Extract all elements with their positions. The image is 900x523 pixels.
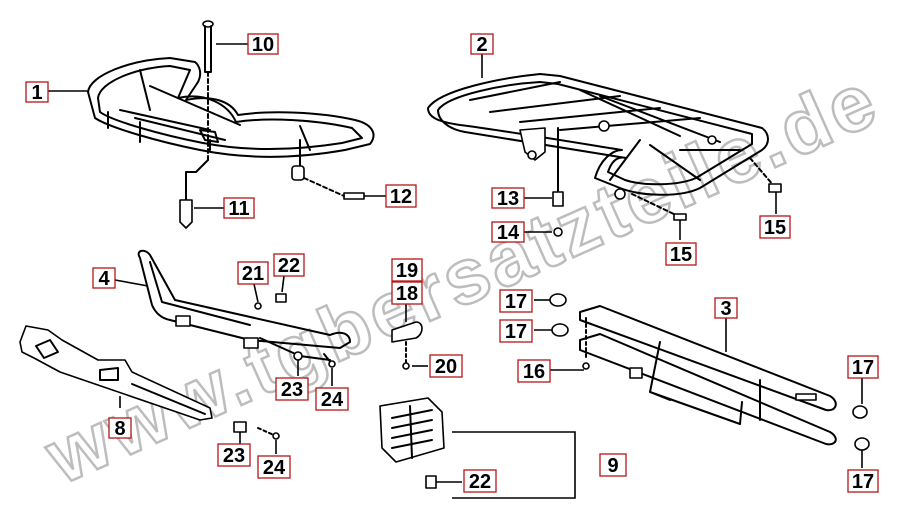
svg-text:17: 17 [505, 321, 527, 343]
callout-11: 11 [223, 197, 255, 220]
cap-17d [854, 437, 870, 451]
callout-16: 16 [517, 359, 551, 383]
callout-10: 10 [247, 33, 279, 56]
callout-4: 4 [92, 267, 116, 290]
washer-21 [254, 302, 262, 310]
side-plate-8 [19, 325, 213, 421]
cap-17c [852, 405, 868, 419]
cap-19 [391, 321, 423, 343]
svg-text:2: 2 [476, 34, 487, 56]
callout-1: 1 [25, 81, 49, 104]
svg-text:18: 18 [396, 283, 418, 305]
watermark-text: www.tgbersatzteile.de [32, 54, 891, 501]
callout-13: 13 [491, 187, 525, 210]
callout-17c: 17 [847, 355, 879, 379]
callout-21: 21 [237, 261, 269, 285]
svg-text:19: 19 [396, 260, 418, 282]
callout-24b: 24 [257, 455, 291, 479]
svg-text:12: 12 [390, 186, 412, 208]
callout-12: 12 [385, 184, 417, 208]
callout-24a: 24 [315, 387, 349, 411]
svg-text:15: 15 [670, 244, 692, 266]
cap-17b [551, 323, 569, 337]
rear-bar-3 [579, 305, 837, 446]
bolt-15b [749, 157, 782, 193]
leader-lines [48, 43, 863, 483]
svg-text:23: 23 [223, 445, 245, 467]
callout-18: 18 [391, 281, 423, 305]
nut-23b [233, 421, 247, 433]
rear-rack [427, 73, 769, 200]
callout-9: 9 [599, 453, 627, 477]
svg-text:14: 14 [497, 222, 520, 244]
callout-17b: 17 [499, 319, 533, 343]
svg-text:17: 17 [505, 291, 527, 313]
bolt-10 [202, 20, 214, 161]
svg-text:4: 4 [98, 268, 110, 290]
callout-14: 14 [491, 221, 525, 244]
bolt-12 [303, 177, 365, 200]
skid-plate-9 [379, 397, 576, 499]
callout-20: 20 [429, 354, 463, 378]
svg-text:24: 24 [263, 457, 286, 479]
callout-23b: 23 [217, 443, 251, 467]
callout-3: 3 [714, 297, 738, 320]
bolt-22b [425, 475, 437, 489]
nut-22a [275, 293, 287, 303]
svg-text:17: 17 [852, 357, 874, 379]
callout-17a: 17 [499, 289, 533, 313]
svg-text:24: 24 [321, 389, 344, 411]
svg-text:22: 22 [278, 255, 300, 277]
svg-text:17: 17 [852, 471, 874, 493]
svg-text:8: 8 [114, 418, 125, 440]
callout-22b: 22 [463, 469, 497, 493]
bolt-13 [552, 127, 564, 207]
callout-22a: 22 [273, 253, 305, 277]
callout-2: 2 [470, 33, 494, 56]
callout-15b: 15 [759, 215, 791, 239]
callout-23a: 23 [275, 377, 309, 401]
bolt-16 [582, 317, 590, 370]
bracket-11 [179, 159, 209, 229]
nut-14 [553, 227, 563, 237]
svg-text:22: 22 [469, 471, 491, 493]
svg-text:16: 16 [523, 361, 545, 383]
bolt-24b [257, 427, 280, 440]
callout-17d: 17 [847, 469, 879, 493]
svg-text:11: 11 [228, 198, 249, 220]
callout-15a: 15 [665, 242, 697, 266]
svg-text:20: 20 [435, 356, 457, 378]
callout-8: 8 [108, 417, 132, 440]
screw-20 [402, 341, 410, 370]
svg-text:10: 10 [252, 34, 274, 56]
bolt-24a [323, 353, 336, 368]
svg-text:23: 23 [281, 379, 303, 401]
nut-23a [293, 351, 303, 361]
svg-text:13: 13 [497, 188, 519, 210]
svg-text:9: 9 [607, 455, 618, 477]
svg-text:1: 1 [31, 82, 42, 104]
svg-text:3: 3 [720, 298, 731, 320]
bolt-15a [631, 193, 687, 221]
callout-19: 19 [391, 258, 423, 282]
svg-text:21: 21 [242, 263, 264, 285]
cap-17a [549, 293, 567, 307]
svg-text:15: 15 [764, 217, 786, 239]
front-rack [87, 57, 375, 181]
